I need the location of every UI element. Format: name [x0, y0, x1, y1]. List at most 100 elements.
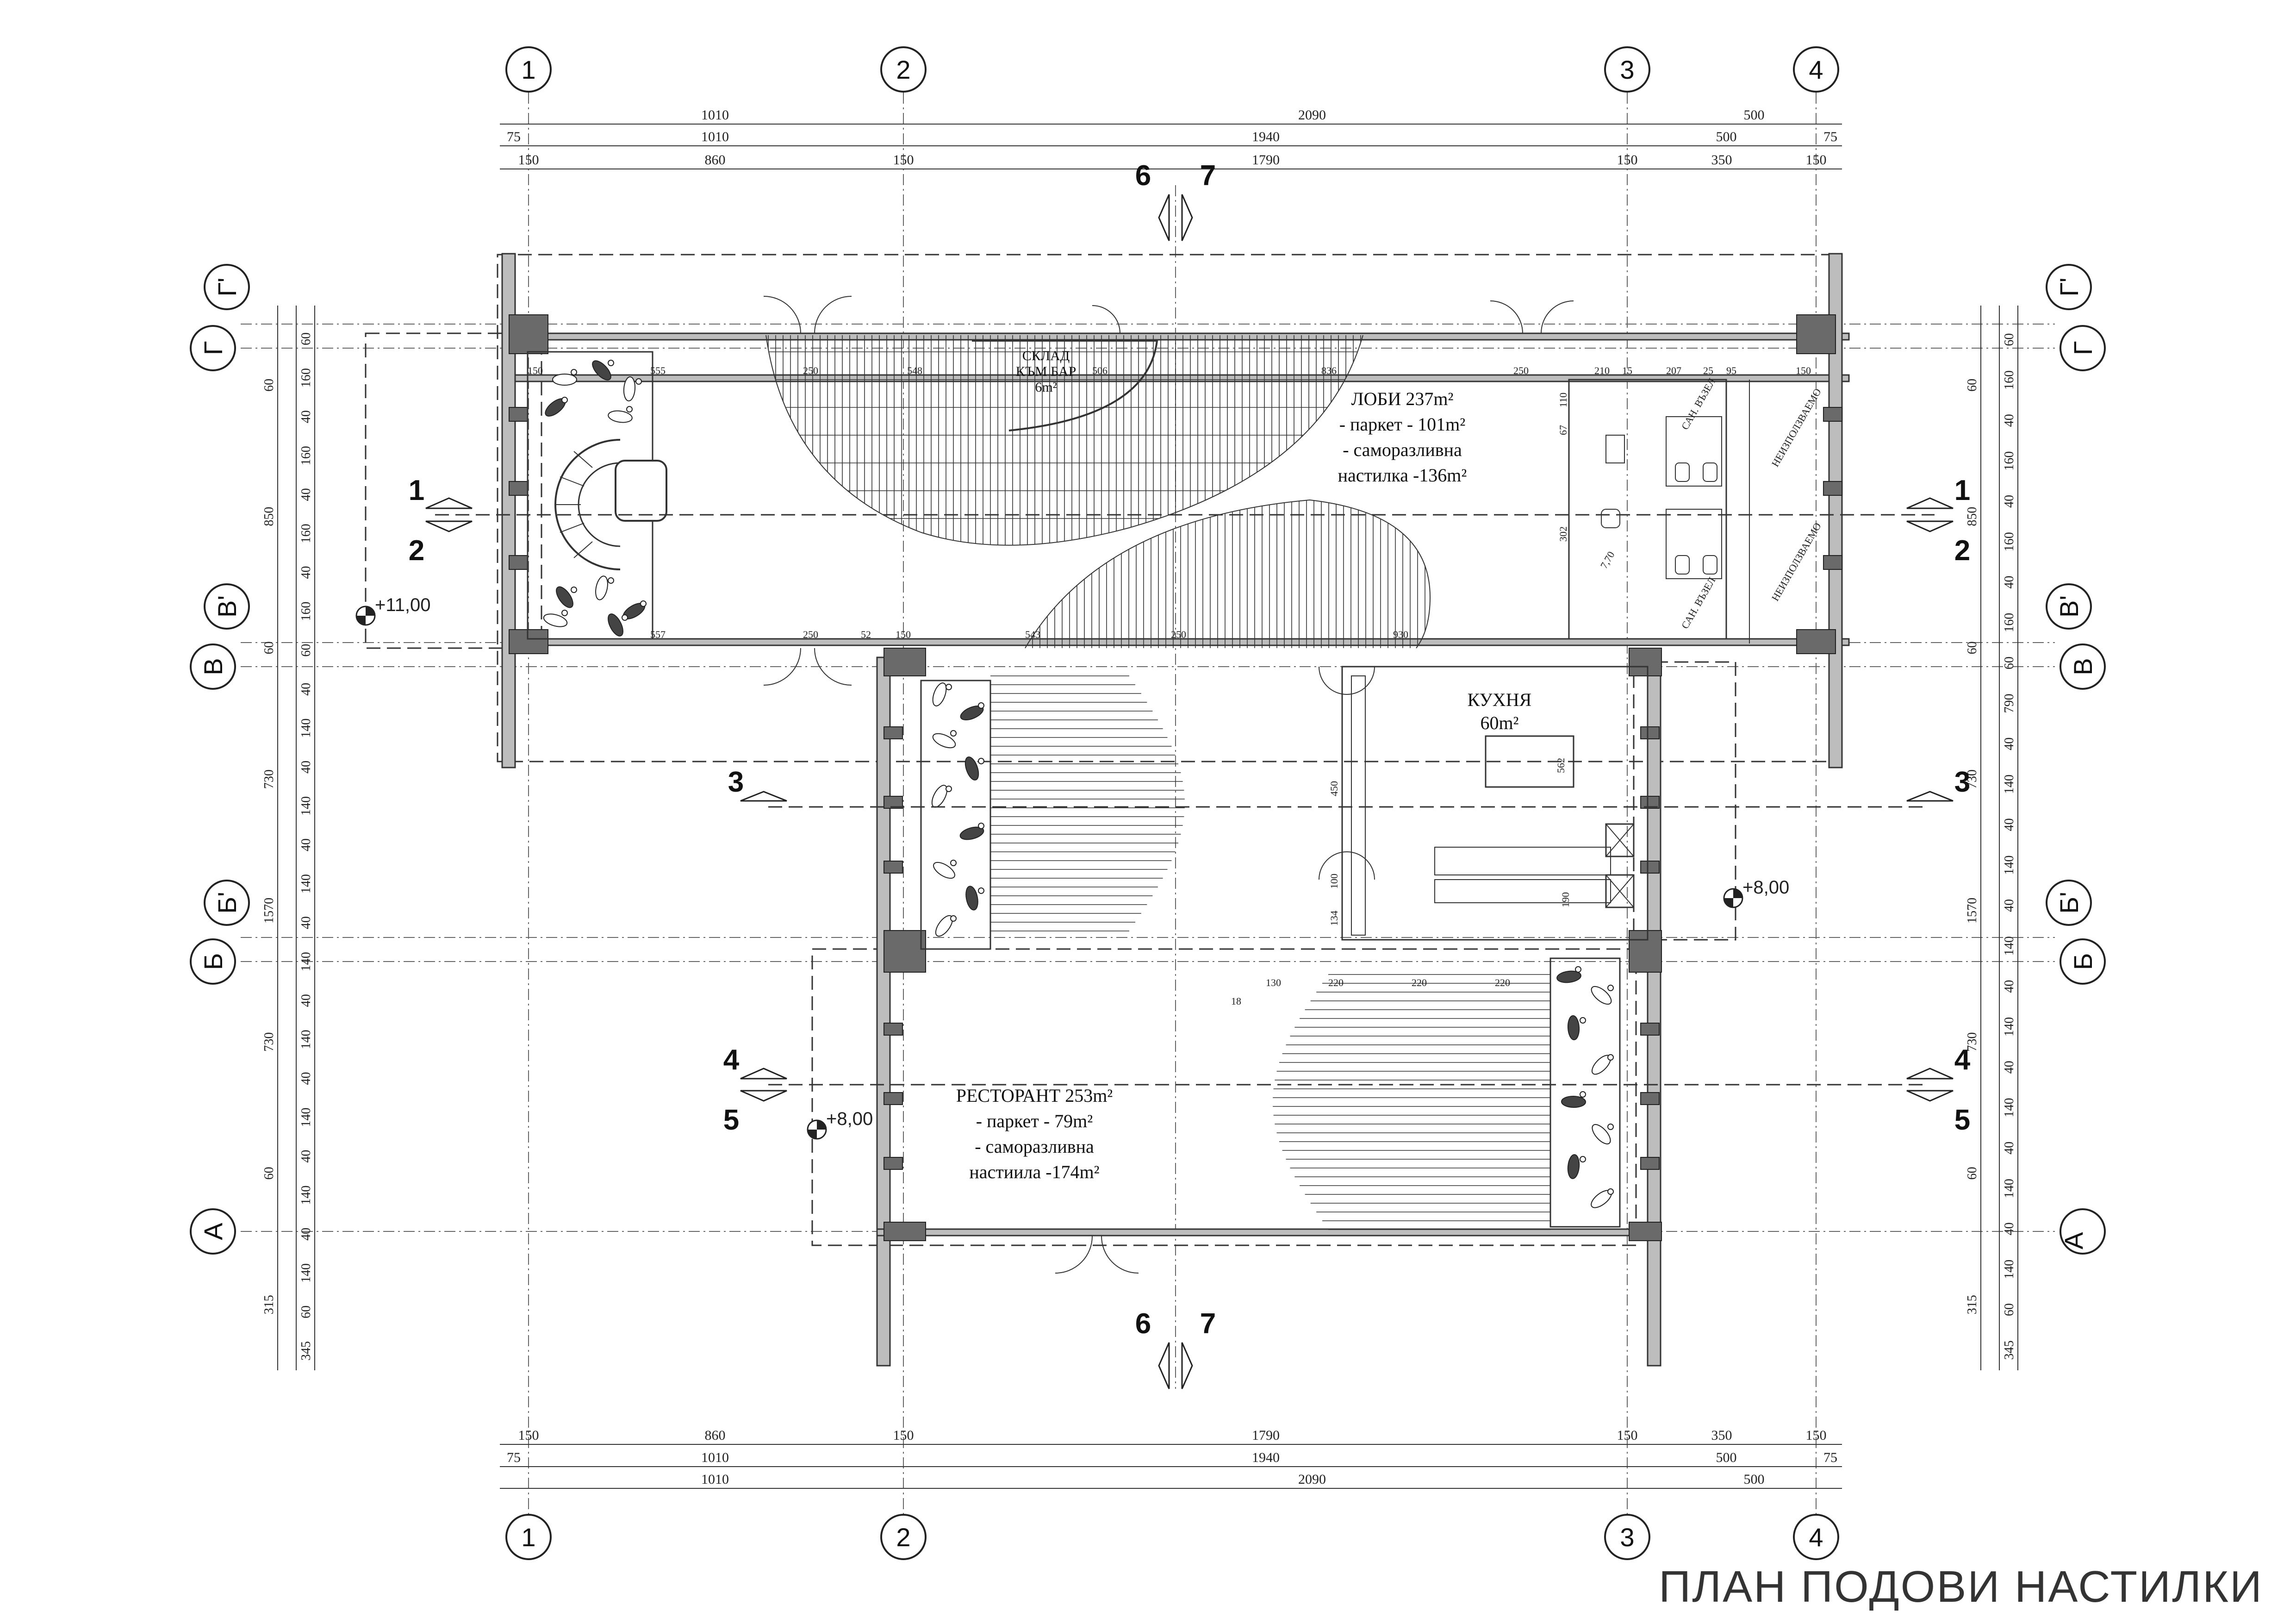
unused-label-top: НЕИЗПОЛЗВАЕМО: [1769, 387, 1823, 469]
dim-left-outer-0: 60: [262, 379, 276, 392]
section-6-bottom: 6: [1135, 1308, 1151, 1340]
idim-wc-2: 207: [1666, 365, 1681, 376]
section-1-right: 1: [1954, 475, 1970, 506]
axis-b-right: Б: [2068, 953, 2097, 970]
dim-left-inner-25: 60: [299, 1305, 313, 1318]
section-6-top: 6: [1135, 160, 1151, 192]
flower: [561, 397, 568, 403]
idim-wc-7: 67: [1557, 425, 1569, 435]
dim-right-inner-7: 160: [2002, 613, 2016, 632]
dim-right-outer-7: 315: [1965, 1295, 1979, 1314]
dim-left-inner-9: 40: [299, 683, 313, 696]
dim-left-inner-8: 60: [299, 644, 313, 657]
dim-top-r2-1: 1010: [701, 129, 729, 144]
level-marks: +11,00 +8,00 +8,00: [355, 595, 1789, 1140]
section-5-left: 5: [723, 1104, 739, 1136]
dim-right-inner-4: 40: [2002, 495, 2016, 508]
idim-kitchen-1: 562: [1555, 758, 1567, 773]
idim-lobby-top-5: 836: [1321, 365, 1337, 376]
dims-left-inner: 6016040160401604016060401404014040140401…: [299, 332, 313, 1361]
dim-right-inner-13: 140: [2002, 856, 2016, 875]
axis-g-prime-right: Г': [2054, 277, 2084, 296]
flower: [950, 730, 957, 737]
section-3-left: 3: [728, 766, 744, 798]
lobby-line-3: настилка -136m²: [1338, 465, 1467, 486]
axis-b-prime-left: Б': [212, 892, 242, 913]
dim-left-outer-2: 60: [262, 641, 276, 654]
parquet-hatch-lobby-mid: [1025, 500, 1425, 648]
storage-name: СКЛАД: [1022, 348, 1070, 363]
dim-left-inner-11: 40: [299, 761, 313, 774]
axis-a-right: А: [2059, 1232, 2088, 1249]
leaf: [1592, 1124, 1611, 1144]
dim-right-inner-9: 790: [2002, 693, 2016, 713]
planters: [920, 680, 1621, 1228]
dim-bot-r1-2: 150: [893, 1428, 914, 1443]
axis-1-top: 1: [521, 55, 535, 84]
lobby-parquet-edge: [765, 335, 1363, 546]
flower: [1607, 985, 1614, 991]
flower: [622, 614, 628, 621]
axis-3-top: 3: [1620, 55, 1634, 84]
idim-lobby-bot-1: 250: [803, 629, 818, 640]
dim-bot-r2-1: 1010: [701, 1450, 729, 1465]
section-2-left: 2: [409, 535, 424, 567]
kitchen-area-label: 60m²: [1480, 712, 1518, 733]
interior-dimensions: 150 555 250 548 506 836 250 557 250 52 1…: [528, 365, 1811, 1007]
section-4-left: 4: [723, 1044, 740, 1076]
dim-top-r3-4: 150: [1617, 152, 1638, 168]
axis-v-prime-right: В': [2054, 595, 2084, 618]
dim-top-r3-2: 150: [893, 152, 914, 168]
dim-right-outer-6: 60: [1965, 1167, 1979, 1180]
section-markers: 1 2 1 2 3 3 4 5 4 5 6 7 6 7: [409, 160, 1971, 1389]
dimension-lines-bottom: 150 860 150 1790 150 350 150 75 1010 194…: [500, 1428, 1842, 1489]
dim-left-inner-6: 40: [299, 566, 313, 579]
leaf: [608, 613, 623, 637]
idim-rest-3: 220: [1495, 977, 1510, 988]
dim-right-inner-21: 140: [2002, 1179, 2016, 1198]
level-mark-kitchen: +8,00: [1723, 877, 1789, 908]
dim-left-outer-4: 1570: [262, 898, 276, 924]
idim-kitchen-4: 190: [1560, 892, 1571, 907]
dim-left-inner-2: 40: [299, 410, 313, 423]
dim-bot-r2-3: 500: [1716, 1450, 1737, 1465]
leaf: [592, 360, 611, 381]
axis-bubbles-bottom: 1 2 3 4: [505, 1514, 1839, 1560]
lobby-line-2: - саморазливна: [1343, 439, 1462, 460]
axis-bubbles-top: 1 2 3 4: [505, 46, 1839, 93]
leaf: [932, 733, 956, 749]
flower: [635, 378, 642, 385]
section-7-top: 7: [1200, 160, 1216, 192]
idim-lobby-bot-0: 557: [650, 629, 666, 640]
storage-bar-room: [972, 340, 1158, 431]
idim-lobby-top-0: 150: [528, 365, 543, 376]
dim-bot-r1-3: 1790: [1252, 1428, 1280, 1443]
leaf: [1567, 1015, 1580, 1040]
dim-right-inner-11: 140: [2002, 775, 2016, 794]
dim-left-inner-22: 140: [299, 1186, 313, 1205]
flower: [608, 360, 614, 366]
dim-right-inner-8: 60: [2002, 656, 2016, 669]
axis-bubbles-left: Г' Г В' В Б' Б А: [190, 264, 250, 1255]
axis-g-prime-left: Г': [212, 277, 242, 296]
flower: [571, 369, 577, 375]
dim-right-inner-24: 60: [2002, 1303, 2016, 1316]
dim-left-outer-6: 60: [262, 1167, 276, 1180]
axis-b-prime-right: Б': [2054, 892, 2084, 913]
leaf: [1567, 1154, 1580, 1179]
axis-4-bottom: 4: [1809, 1523, 1823, 1552]
dim-left-inner-18: 140: [299, 1030, 313, 1049]
idim-wc-1: 15: [1622, 365, 1632, 376]
walls-lower-block: [876, 648, 1662, 1367]
dim-right-outer-1: 850: [1965, 507, 1979, 526]
flower: [978, 823, 984, 829]
dimension-lines-top: 1010 2090 500 75 1010 1940 500 75 150 86…: [500, 107, 1842, 169]
dim-left-inner-26: 345: [299, 1341, 313, 1361]
restaurant-name: РЕСТОРАНТ 253m²: [956, 1085, 1113, 1106]
flower: [946, 786, 952, 792]
dim-left-inner-19: 40: [299, 1072, 313, 1085]
flower: [561, 610, 568, 616]
leaf: [932, 682, 947, 706]
